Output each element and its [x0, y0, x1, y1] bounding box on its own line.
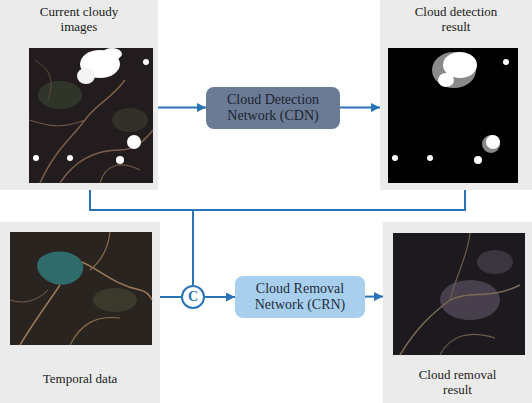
river — [20, 285, 60, 345]
cloud — [116, 156, 124, 164]
connector-arrow — [340, 107, 380, 109]
connector-arrow — [160, 296, 181, 298]
panel-label: Cloud detection result — [404, 5, 508, 35]
network-box: Cloud Detection Network (CDN) — [206, 87, 340, 129]
river — [60, 130, 153, 183]
river — [450, 233, 470, 300]
satellite-image — [10, 232, 152, 345]
land-patch — [38, 81, 82, 109]
connector-arrow — [365, 296, 383, 298]
box-label: Cloud Removal Network (CRN) — [243, 281, 357, 313]
cloud-mask — [392, 155, 398, 161]
cloud-mask — [474, 156, 482, 164]
cloud — [102, 48, 122, 60]
box-label: Cloud Detection Network (CDN) — [214, 92, 332, 124]
river — [90, 232, 110, 270]
mask-image — [388, 48, 518, 183]
cloud-mask — [438, 73, 454, 87]
lake — [37, 252, 83, 285]
image-panel: Cloud detection result — [380, 0, 532, 190]
cloud — [143, 59, 149, 65]
cloud — [77, 68, 95, 84]
satellite-image — [29, 48, 153, 183]
network-box: Cloud Removal Network (CRN) — [235, 276, 365, 318]
panel-label: Current cloudy images — [27, 5, 131, 35]
panel-ground — [383, 222, 532, 403]
connector-arrow — [205, 296, 235, 298]
river — [29, 120, 85, 126]
haze-patch — [477, 250, 513, 274]
land-patch — [112, 108, 148, 132]
connector-arrow — [158, 107, 206, 109]
river — [35, 60, 51, 100]
river — [440, 334, 495, 355]
river — [40, 80, 125, 183]
land-patch — [93, 288, 137, 312]
river — [450, 285, 520, 300]
panel-label: Temporal data — [43, 372, 118, 387]
cloud — [127, 135, 141, 149]
cloud-edge — [432, 52, 476, 88]
connector-arrow — [90, 190, 193, 285]
satellite-image — [393, 233, 525, 355]
concat-circle: C — [181, 285, 205, 309]
river — [10, 290, 48, 302]
connector-arrow — [193, 190, 465, 285]
river — [100, 165, 140, 183]
cloud-mask — [503, 59, 509, 65]
cloud-edge — [482, 135, 500, 153]
panel-ground — [0, 222, 160, 403]
cloud-mask — [427, 155, 433, 161]
image-panel: Temporal data — [0, 222, 160, 403]
concat-symbol: C — [188, 287, 198, 307]
panel-ground — [380, 0, 532, 190]
cloud-mask — [486, 135, 500, 149]
river — [70, 317, 120, 345]
panel-ground — [0, 0, 158, 190]
panel-label: Cloud removal result — [406, 368, 510, 398]
image-panel: Cloud removal result — [383, 222, 532, 403]
cloud — [33, 155, 39, 161]
cloud — [67, 155, 73, 161]
river — [400, 300, 450, 355]
image-panel: Current cloudy images — [0, 0, 158, 190]
